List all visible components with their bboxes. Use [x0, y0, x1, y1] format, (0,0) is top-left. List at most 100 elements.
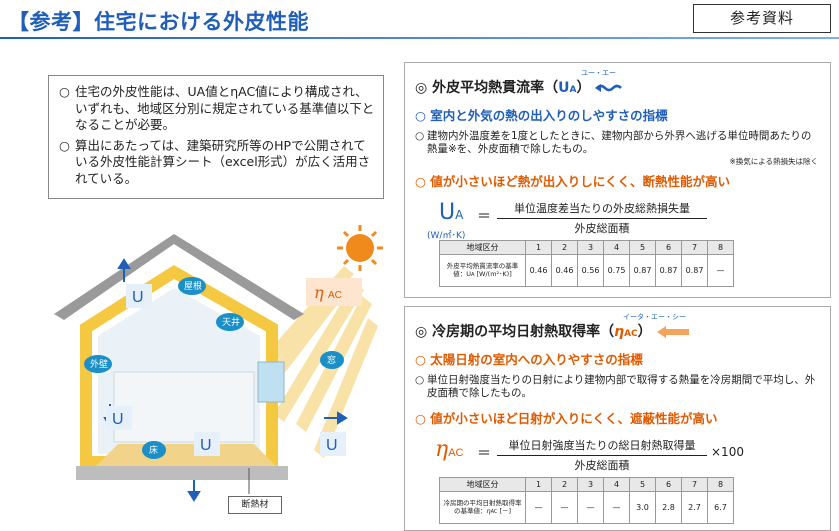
value-cell: 3.0: [629, 491, 656, 524]
ua-point: ○ 室内と外気の熱の出入りのしやすさの指標: [415, 108, 668, 123]
row-label: 外皮平均熱貫流率の基準値：UA [W/(m²･K)]: [439, 254, 526, 287]
eta-emphasis: ○ 値が小さいほど日射が入りにくく、遮蔽性能が高い: [415, 411, 718, 426]
value-cell: 0.56: [577, 254, 604, 287]
heading-close: ）: [576, 80, 591, 96]
region-col: 2: [551, 477, 578, 492]
ua-description: ○ 建物内外温度差を1度としたときに、建物内部から外界へ逃げる単位時間あたりの熱…: [415, 130, 820, 156]
formula-equals: ＝: [477, 446, 491, 462]
desc-text: 単位日射強度当たりの日射により建物内部で取得する熱量を冷房期間で平均し、外皮面積…: [427, 374, 816, 399]
heading-sub: AC: [624, 329, 638, 339]
heading-symbol: U: [558, 80, 570, 96]
u-floor-label: U: [200, 437, 212, 454]
formula-symbol: ηAC: [435, 437, 464, 462]
eta-standards-table: 地域区分 1 2 3 4 5 6 7 8 冷房期の平均日射熱取得率の基準値：ηA…: [439, 477, 734, 524]
eta-ac-badge: [306, 278, 362, 306]
u-wall-label: U: [112, 411, 124, 428]
desc-mark: ○: [415, 130, 425, 142]
window-glass: [257, 361, 285, 403]
wavy-arrow-icon: [595, 84, 623, 92]
region-col: 3: [577, 477, 604, 492]
region-col: 1: [525, 240, 552, 255]
eta-point: ○ 太陽日射の室内への入りやすさの指標: [415, 352, 643, 367]
u-roof-label: U: [132, 289, 144, 306]
formula-symbol: UA: [439, 200, 464, 225]
ua-heading: ユー・エー ◎ 外皮平均熱貫流率（UA）: [415, 69, 830, 97]
page-title: 【参考】住宅における外皮性能: [8, 10, 309, 34]
heading-mark: ◎: [415, 324, 428, 340]
ua-note: ※換気による熱損失は除く: [729, 157, 818, 166]
heading-symbol: η: [614, 324, 625, 340]
heading-mark: ◎: [415, 80, 428, 96]
table-header-row: 地域区分 1 2 3 4 5 6 7 8: [439, 477, 734, 492]
value-cell: 2.7: [681, 491, 708, 524]
formula-numerator: 単位温度差当たりの外皮総熱損失量: [497, 200, 707, 219]
eta-description: ○ 単位日射強度当たりの日射により建物内部で取得する熱量を冷房期間で平均し、外皮…: [415, 374, 820, 400]
foundation: [76, 466, 288, 480]
heading-text: 冷房期の平均日射熱取得率（: [432, 324, 615, 340]
intro-item: ○ 算出にあたっては、建築研究所等のHPで公開されている外皮性能計算シート（ex…: [59, 138, 375, 188]
region-col: 2: [551, 240, 578, 255]
bullet-mark: ○: [59, 137, 70, 153]
region-col: 4: [603, 240, 630, 255]
value-cell: 0.87: [655, 254, 682, 287]
floor-label: 床: [149, 444, 158, 455]
formula-multiplier: ×100: [711, 445, 744, 459]
eta-ruby: イータ・エー・シー: [623, 313, 686, 321]
value-cell: 0.75: [603, 254, 630, 287]
value-cell: 2.8: [655, 491, 682, 524]
region-col: 6: [655, 240, 682, 255]
value-cell: 0.46: [525, 254, 552, 287]
value-cell: —: [707, 254, 734, 287]
row-label: 冷房期の平均日射熱取得率の基準値：ηAC [－]: [439, 491, 526, 524]
heading-close: ）: [637, 324, 652, 340]
window-label: 窓: [327, 354, 336, 365]
ua-standards-table: 地域区分 1 2 3 4 5 6 7 8 外皮平均熱貫流率の基準値：UA [W/…: [439, 240, 734, 287]
eta-formula: ηAC ＝ 単位日射強度当たりの総日射熱取得量 外皮総面積 ×100: [405, 433, 830, 477]
region-col: 1: [525, 477, 552, 492]
insulation-label: 断熱材: [228, 496, 282, 514]
house-illustration: U U U U η AC 屋根 天井 外壁 窓 床: [54, 225, 383, 502]
intro-box: ○ 住宅の外皮性能は、UA値とηAC値により構成され、いずれも、地域区分別に規定…: [48, 75, 384, 199]
sun-icon: [337, 225, 383, 271]
value-cell: —: [577, 491, 604, 524]
table-header-label: 地域区分: [439, 477, 526, 492]
ceiling-label: 天井: [222, 316, 240, 327]
desc-text: 建物内外温度差を1度としたときに、建物内部から外界へ逃げる単位時間あたりの熱量※…: [427, 130, 812, 155]
value-cell: 0.87: [681, 254, 708, 287]
formula-denominator: 外皮総面積: [574, 222, 630, 235]
roof-label: 屋根: [184, 280, 202, 291]
value-cell: 6.7: [707, 491, 734, 524]
region-col: 7: [681, 477, 708, 492]
formula-denominator: 外皮総面積: [574, 459, 630, 472]
region-col: 6: [655, 477, 682, 492]
value-cell: —: [525, 491, 552, 524]
table-row: 外皮平均熱貫流率の基準値：UA [W/(m²･K)] 0.46 0.46 0.5…: [439, 254, 734, 287]
eta-heading: イータ・エー・シー ◎ 冷房期の平均日射熱取得率（ηAC）: [415, 313, 830, 341]
formula-numerator: 単位日射強度当たりの総日射熱取得量: [497, 437, 707, 456]
ua-ruby: ユー・エー: [581, 69, 616, 77]
formula-equals: ＝: [477, 209, 491, 225]
header: 【参考】住宅における外皮性能 参考資料: [0, 0, 839, 44]
intro-item: ○ 住宅の外皮性能は、UA値とηAC値により構成され、いずれも、地域区分別に規定…: [59, 84, 375, 134]
value-cell: 0.87: [629, 254, 656, 287]
svg-text:η: η: [314, 283, 324, 302]
ua-panel: ユー・エー ◎ 外皮平均熱貫流率（UA） ○ 室内と外気の熱の出入りのしやすさの…: [404, 62, 831, 298]
u-window-label: U: [326, 437, 338, 454]
ua-emphasis: ○ 値が小さいほど熱が出入りしにくく、断熱性能が高い: [415, 174, 731, 189]
formula-unit: (W/㎡･K): [427, 231, 466, 241]
bullet-mark: ○: [59, 84, 70, 99]
reference-badge: 参考資料: [693, 4, 831, 33]
region-col: 8: [707, 240, 734, 255]
desc-mark: ○: [415, 374, 425, 386]
heading-text: 外皮平均熱貫流率（: [432, 80, 559, 96]
value-cell: 0.46: [551, 254, 578, 287]
eta-ac-panel: イータ・エー・シー ◎ 冷房期の平均日射熱取得率（ηAC） ○ 太陽日射の室内へ…: [404, 306, 831, 531]
orange-arrow-icon: [656, 326, 689, 338]
value-cell: —: [603, 491, 630, 524]
title-underline: [0, 37, 839, 39]
table-header-label: 地域区分: [439, 240, 526, 255]
intro-text: 住宅の外皮性能は、UA値とηAC値により構成され、いずれも、地域区分別に規定され…: [75, 84, 375, 132]
value-cell: —: [551, 491, 578, 524]
svg-text:AC: AC: [328, 290, 342, 301]
ua-formula: UA (W/㎡･K) ＝ 単位温度差当たりの外皮総熱損失量 外皮総面積: [405, 196, 830, 241]
